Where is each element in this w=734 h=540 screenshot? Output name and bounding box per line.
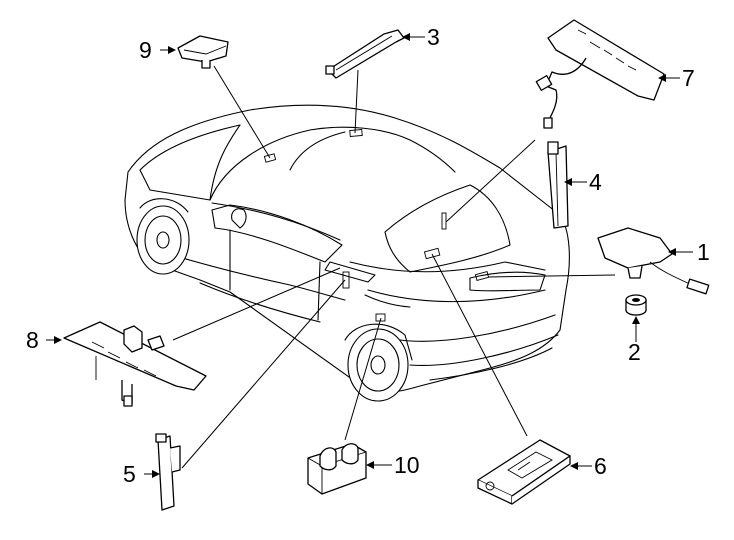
callout-5: 5 [123, 461, 136, 487]
callout-4: 4 [589, 169, 602, 195]
callout-1: 1 [697, 239, 710, 265]
callout-10: 10 [394, 452, 420, 478]
part-10-clip [307, 443, 367, 495]
car-body [124, 104, 570, 402]
part-6-control-unit [477, 439, 571, 505]
part-8-module-bracket [63, 321, 207, 407]
part-7-antenna-amplifier [535, 19, 665, 129]
part-9-sensor [177, 35, 229, 69]
part-5-bracket [155, 433, 181, 511]
callout-2: 2 [628, 339, 641, 365]
part-1-antenna-module [597, 227, 710, 295]
callout-3: 3 [427, 24, 440, 50]
callout-6: 6 [594, 453, 607, 479]
callout-arrows [46, 33, 693, 478]
callout-7: 7 [682, 65, 695, 91]
leader-lines [172, 65, 616, 469]
part-2-grommet [625, 294, 647, 316]
callout-8: 8 [26, 327, 39, 353]
part-4-bracket [547, 141, 569, 229]
part-3-antenna-strip [325, 29, 405, 79]
callout-labels: 1 2 3 4 5 6 7 8 9 10 [26, 24, 710, 487]
callout-9: 9 [139, 37, 152, 63]
